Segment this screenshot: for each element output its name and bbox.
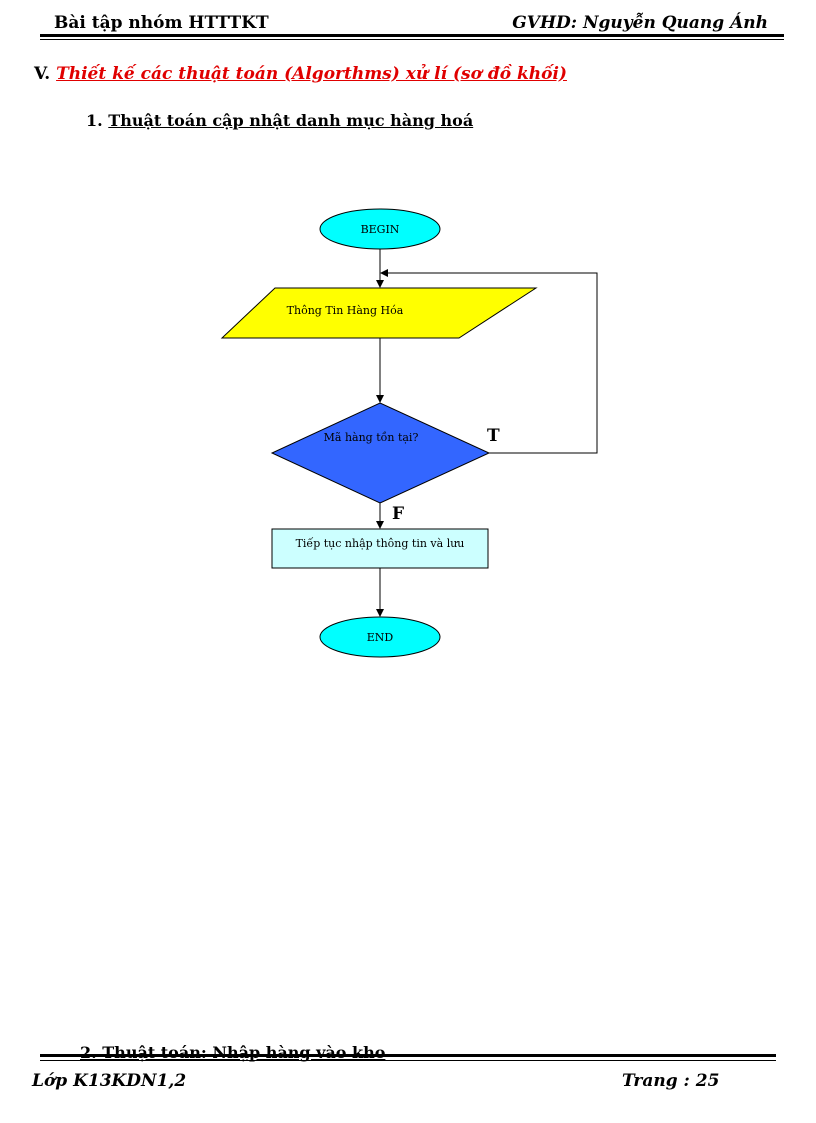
footer-rule-thin [40, 1060, 776, 1061]
header-title: Bài tập nhóm HTTTKT [54, 13, 269, 33]
section-number: V. [34, 64, 51, 84]
header-instructor: GVHD: Nguyễn Quang Ánh [512, 13, 768, 33]
decision-label: Mã hàng tồn tại? [324, 431, 419, 444]
begin-terminal [319, 208, 441, 250]
input-parallelogram [220, 287, 538, 339]
footer-class: Lớp K13KDN1,2 [32, 1071, 187, 1091]
next-subsection-heading: 2. Thuật toán: Nhập hàng vào kho [80, 1043, 386, 1062]
false-branch-label: F [392, 504, 404, 524]
connector-true-loop [380, 269, 598, 454]
header-rule-thin [40, 39, 784, 40]
section-heading: V. Thiết kế các thuật toán (Algorthms) x… [34, 64, 567, 84]
section-title: Thiết kế các thuật toán (Algorthms) xử l… [56, 64, 567, 84]
end-terminal [319, 616, 441, 658]
subsection-heading: 1. Thuật toán cập nhật danh mục hàng hoá [86, 111, 473, 130]
decision-diamond [270, 402, 491, 504]
footer-rule [40, 1054, 776, 1057]
footer-page-number: Trang : 25 [622, 1071, 720, 1091]
subsection-title: Thuật toán cập nhật danh mục hàng hoá [108, 111, 474, 130]
subsection-number: 1. [86, 111, 103, 130]
begin-label: BEGIN [361, 223, 400, 236]
process-label: Tiếp tục nhập thông tin và lưu [296, 537, 465, 550]
input-label: Thông Tin Hàng Hóa [287, 304, 404, 317]
header-rule [40, 34, 784, 37]
true-branch-label: T [487, 426, 500, 446]
end-label: END [367, 631, 394, 644]
process-box [271, 528, 489, 569]
